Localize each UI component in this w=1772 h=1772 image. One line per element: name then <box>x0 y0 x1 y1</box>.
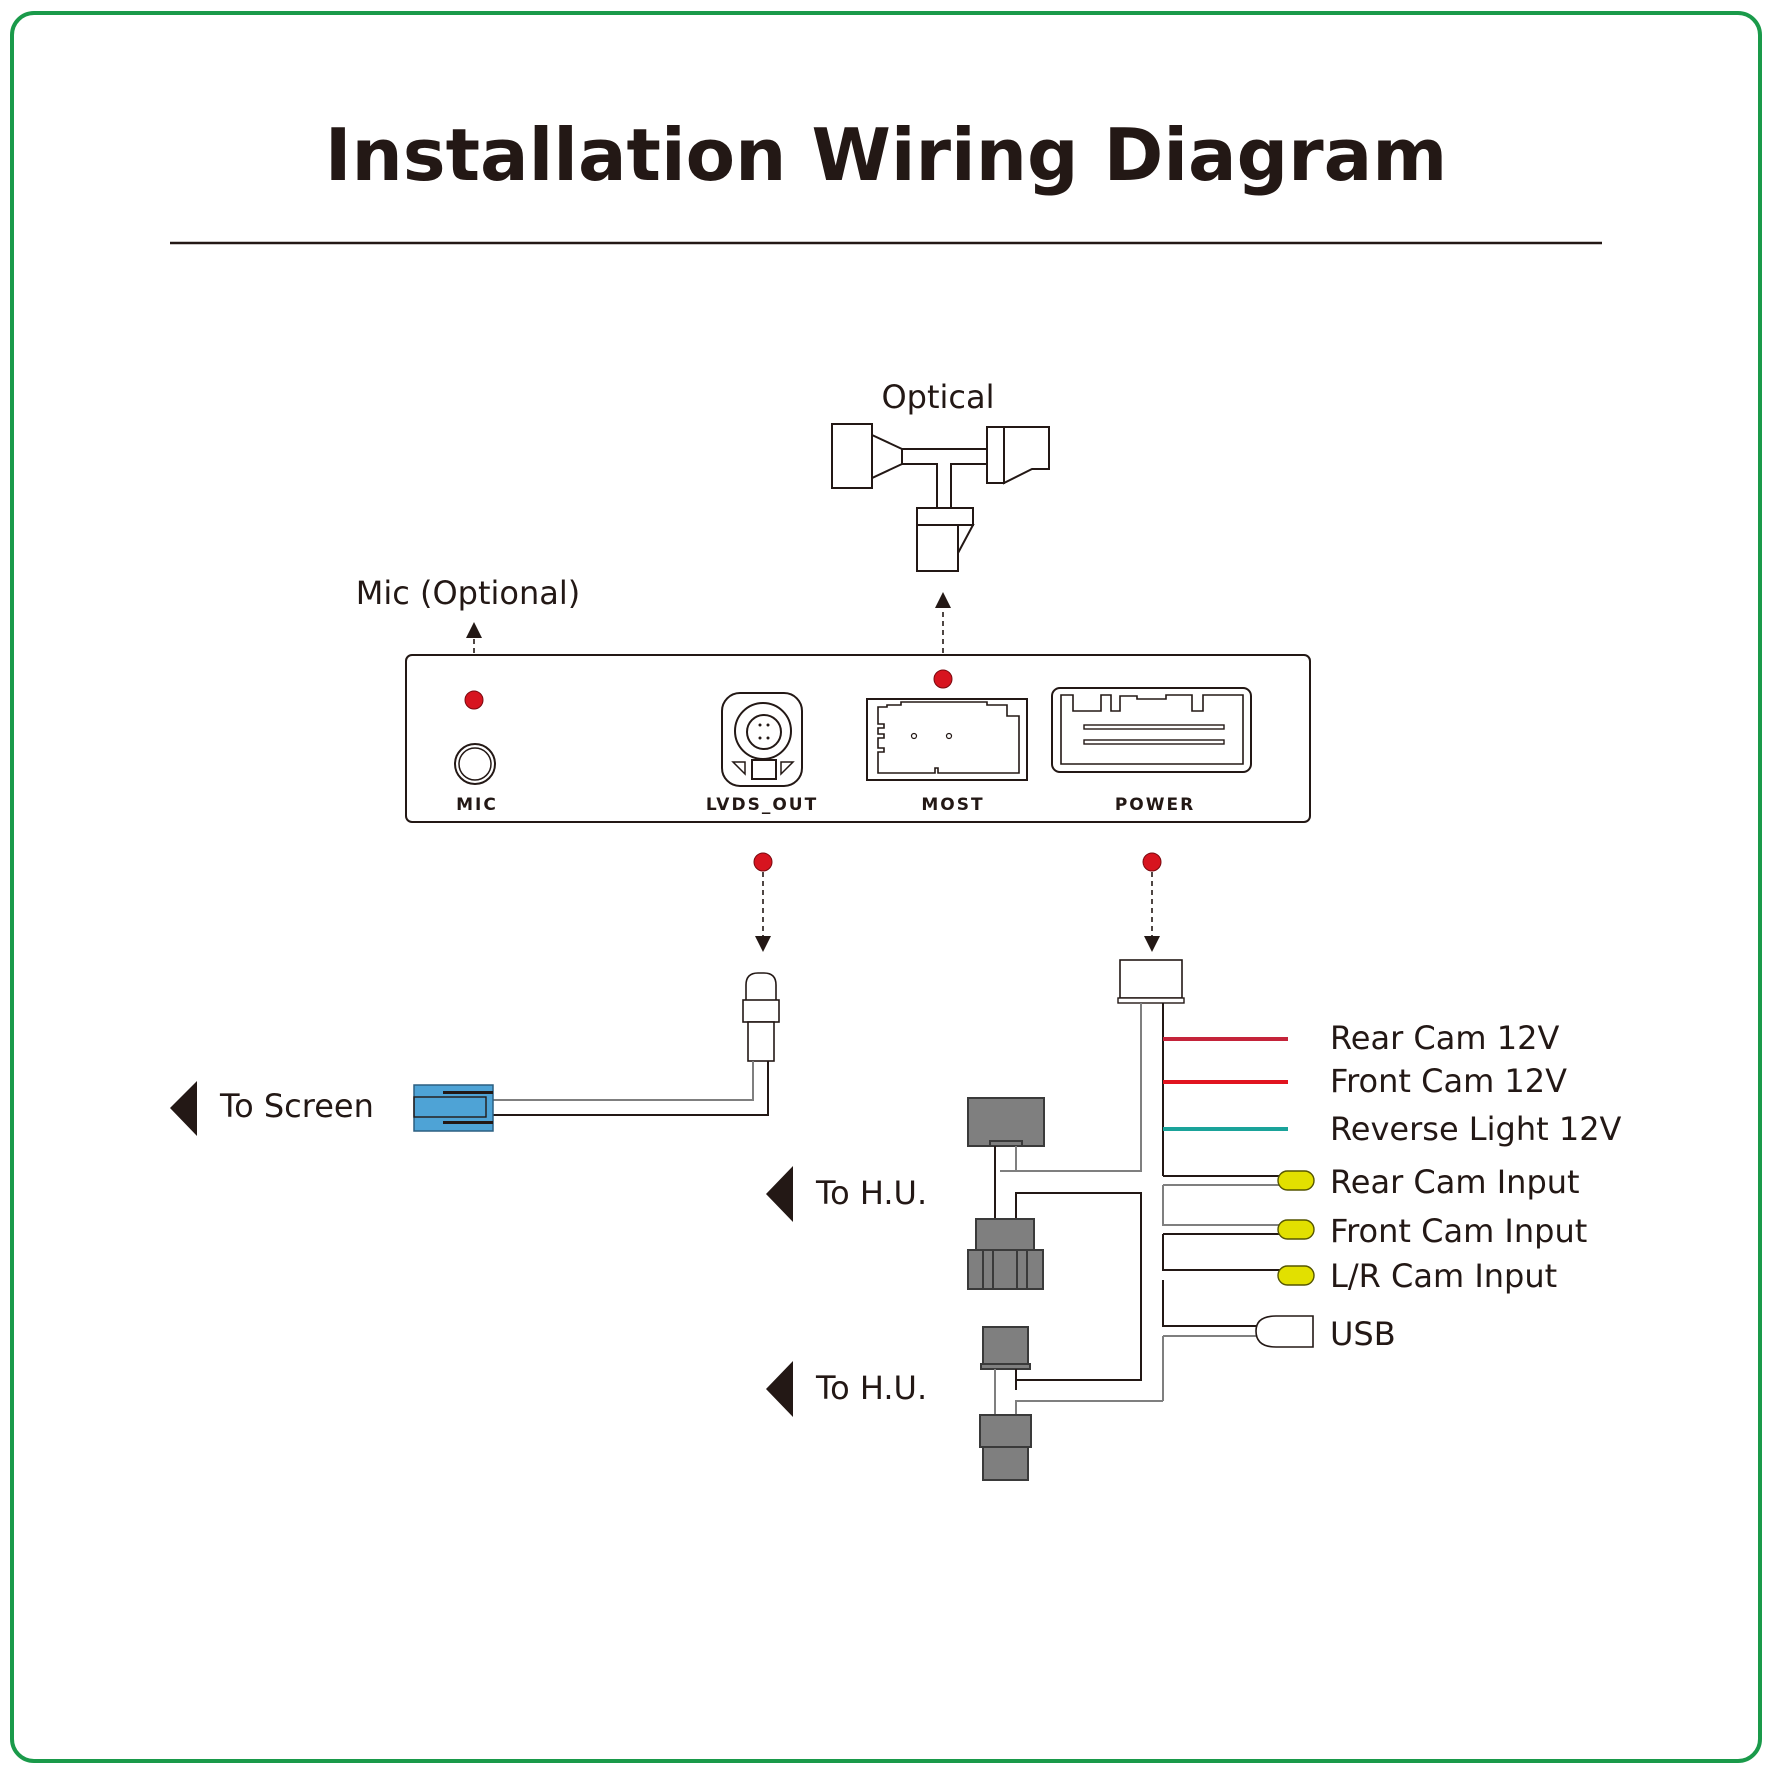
output-label-rear-cam-12v: Rear Cam 12V <box>1330 1019 1559 1057</box>
to-hu-2-label: To H.U. <box>815 1369 927 1407</box>
to-hu-1-arrow-icon <box>766 1166 793 1222</box>
to-screen-label: To Screen <box>219 1087 374 1125</box>
output-label-rear-cam-input: Rear Cam Input <box>1330 1163 1580 1201</box>
mic-port-label: MIC <box>456 795 498 815</box>
optical-label: Optical <box>881 378 994 416</box>
output-label-usb: USB <box>1330 1315 1396 1353</box>
to-hu-1-label: To H.U. <box>815 1174 927 1212</box>
hu-connector-2b-icon <box>979 1414 1032 1481</box>
to-hu-2-arrow-icon <box>766 1361 793 1417</box>
output-label-reverse-light-12v: Reverse Light 12V <box>1330 1110 1622 1148</box>
power-connector-icon <box>1051 687 1252 773</box>
power-port-label: POWER <box>1115 795 1195 815</box>
rear-cam-input-rca-icon <box>1277 1170 1315 1191</box>
most-port-label: MOST <box>921 795 984 815</box>
page-title: Installation Wiring Diagram <box>325 113 1448 197</box>
usb-connector-icon <box>1255 1315 1314 1348</box>
power-indicator-dot <box>1142 852 1162 872</box>
mic-optional-label: Mic (Optional) <box>356 574 581 612</box>
mic-indicator-dot <box>464 690 484 710</box>
most-indicator-dot <box>933 669 953 689</box>
output-label-front-cam-12v: Front Cam 12V <box>1330 1062 1567 1100</box>
lvds-out-port-label: LVDS_OUT <box>706 795 818 815</box>
page-frame <box>10 11 1762 1763</box>
hu-connector-1a-icon <box>967 1097 1045 1147</box>
hu-connector-1b-icon <box>967 1218 1044 1290</box>
power-port[interactable]: POWER <box>1051 687 1252 815</box>
to-screen-arrow-icon <box>170 1081 197 1136</box>
power-harness-plug-icon <box>1117 959 1185 1004</box>
lvds-connector-icon <box>721 692 803 787</box>
optical-splitter-icon <box>831 423 1050 572</box>
hu-connector-2a-icon <box>982 1326 1029 1366</box>
output-label-front-cam-input: Front Cam Input <box>1330 1212 1587 1250</box>
lvds-indicator-dot <box>753 852 773 872</box>
lvds-cable-plug-icon <box>742 972 780 1062</box>
lvds-cable-wire <box>493 1061 754 1101</box>
most-connector-icon <box>866 698 1028 781</box>
output-label-lr-cam-input: L/R Cam Input <box>1330 1257 1557 1295</box>
mic-port[interactable]: MIC <box>454 743 498 815</box>
lvds-out-port[interactable]: LVDS_OUT <box>706 692 818 815</box>
most-port[interactable]: MOST <box>866 698 1028 815</box>
lr-cam-input-rca-icon <box>1277 1265 1315 1286</box>
front-cam-input-rca-icon <box>1277 1219 1315 1240</box>
screen-connector-icon <box>413 1084 494 1132</box>
